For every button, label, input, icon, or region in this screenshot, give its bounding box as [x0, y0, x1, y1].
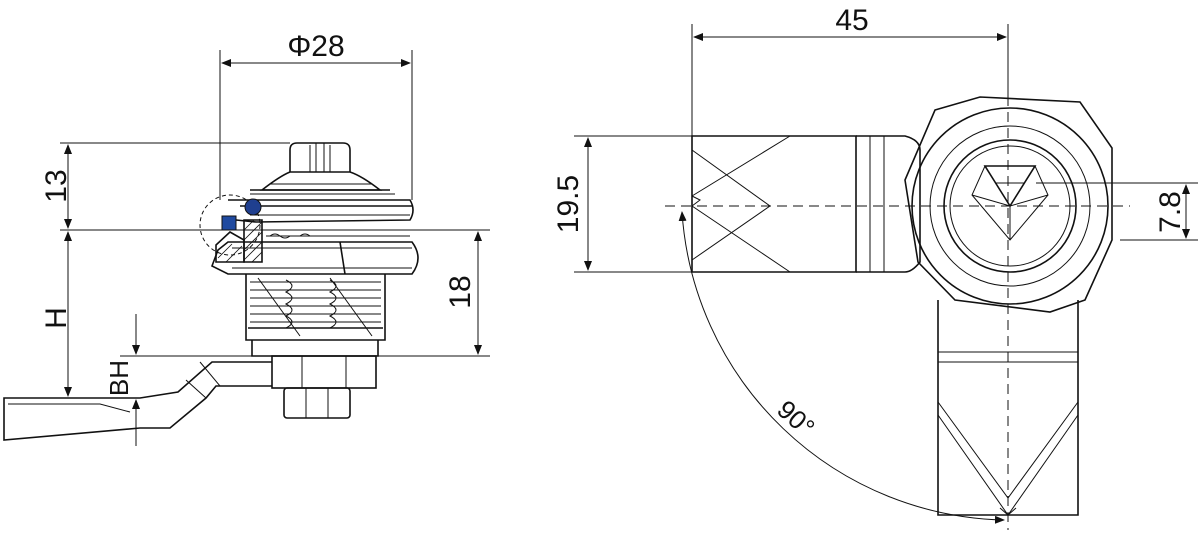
detail-circle — [199, 194, 261, 256]
arm-horizontal — [691, 135, 857, 273]
triangle-key — [983, 165, 1037, 208]
angle-arc — [678, 211, 1005, 524]
side-view: Φ28 13 H BH 18 — [3, 30, 490, 446]
dim-13: 13 — [40, 169, 73, 202]
seal-square — [221, 215, 237, 231]
hex-nut — [210, 241, 419, 275]
bottom-nut — [271, 355, 377, 389]
dim-angle: 90° — [771, 394, 820, 443]
dim-H: H — [40, 307, 73, 329]
dim-45: 45 — [835, 4, 868, 37]
dim-diameter: Φ28 — [287, 30, 344, 63]
seal-circle — [244, 198, 262, 216]
flange — [228, 199, 414, 223]
screw-head — [283, 387, 351, 419]
dim-18: 18 — [444, 275, 477, 308]
cap-flare — [259, 171, 383, 191]
cam-lever — [3, 361, 272, 441]
plan-view: 45 19.5 7.8 90° — [552, 4, 1198, 530]
dim-7-8: 7.8 — [1154, 191, 1187, 233]
dim-BH: BH — [104, 360, 134, 396]
threads — [250, 277, 381, 337]
threaded-body — [245, 274, 386, 341]
cap-knob — [289, 142, 351, 172]
dim-19-5: 19.5 — [552, 175, 585, 233]
